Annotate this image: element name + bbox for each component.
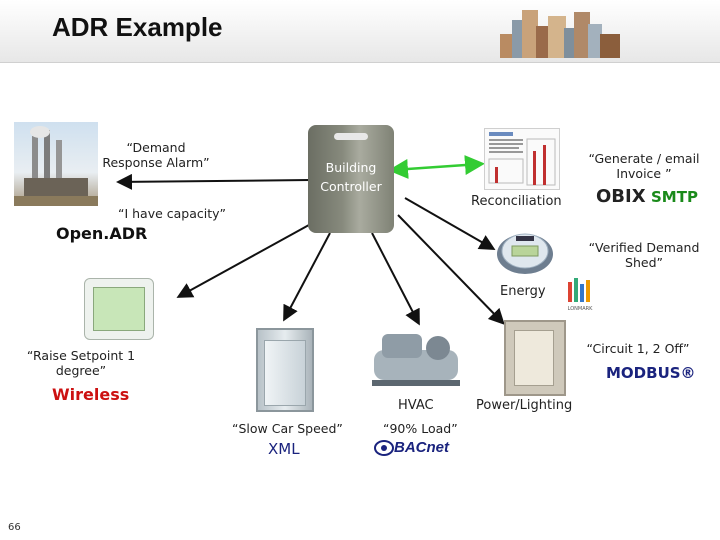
energy-label: Energy <box>500 284 546 299</box>
page-number: 66 <box>8 522 21 533</box>
thermostat-icon <box>84 278 154 340</box>
xml-protocol: XML <box>268 440 300 458</box>
lonmark-logo-icon: LONMARK <box>562 276 598 320</box>
raise-setpoint-label: “Raise Setpoint 1 degree” <box>26 348 136 378</box>
city-skyline-icon <box>500 6 620 58</box>
elevator-icon <box>256 328 314 412</box>
demand-response-alarm-label: “Demand Response Alarm” <box>102 140 210 170</box>
slow-car-speed-label: “Slow Car Speed” <box>232 421 343 436</box>
building-controller-icon <box>308 125 394 233</box>
bacnet-logo-icon: BACnet <box>374 438 460 458</box>
reconciliation-label: Reconciliation <box>471 194 562 209</box>
electric-meter-icon <box>496 228 554 276</box>
electrical-panel-icon <box>504 320 566 396</box>
circuit-off-label: “Circuit 1, 2 Off” <box>586 341 690 356</box>
power-plant-icon <box>14 122 98 206</box>
building-controller-label: Building Controller <box>320 160 382 194</box>
invoice-report-icon <box>484 128 560 190</box>
smtp-protocol: SMTP <box>651 188 698 206</box>
modbus-protocol: MODBUS® <box>606 364 696 382</box>
obix-protocol: OBIX <box>596 186 646 207</box>
verified-demand-shed-label: “Verified Demand Shed” <box>588 240 700 270</box>
hvac-chiller-icon <box>368 326 464 388</box>
load-90-label: “90% Load” <box>383 421 458 436</box>
hvac-label: HVAC <box>398 398 434 413</box>
openadr-protocol: Open.ADR <box>56 224 148 243</box>
wireless-protocol: Wireless <box>52 385 130 404</box>
bacnet-text: BACnet <box>394 439 449 456</box>
slide-title: ADR Example <box>52 12 223 42</box>
generate-invoice-label: “Generate / email Invoice ” <box>588 151 700 181</box>
power-lighting-label: Power/Lighting <box>476 398 573 413</box>
lonmark-text: LONMARK <box>567 306 593 312</box>
have-capacity-label: “I have capacity” <box>118 206 227 221</box>
